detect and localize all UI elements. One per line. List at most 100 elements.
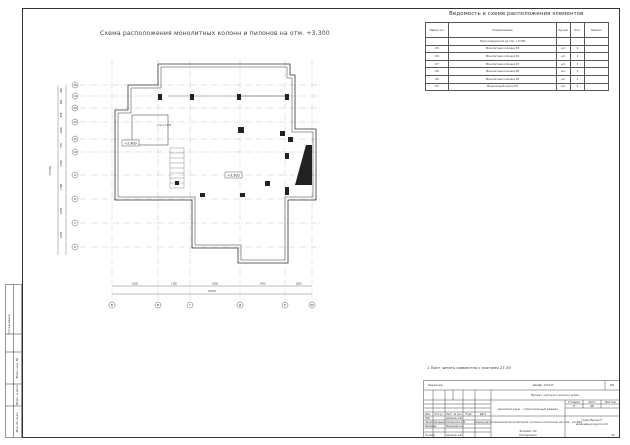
tb-stage-label: Стадия	[568, 400, 580, 404]
spec-row: П3 Монолитный пилон П3 шт. 3	[425, 82, 609, 92]
row-axis-bubble: 13	[71, 104, 79, 112]
strip-label: Взам. инв. №	[15, 358, 19, 378]
spec-cell: шт.	[556, 52, 571, 61]
plan-lines	[57, 85, 312, 295]
title-block: Заказчик: Шифр 1/23-П КР Проект частного…	[423, 380, 620, 438]
tb-drawing-name: Схема расположения монолитных колонн и п…	[474, 420, 583, 424]
spec-row: К8 Монолитная колонна К8 шт. 3	[425, 67, 609, 76]
tb-head-cell: Подп.	[465, 413, 472, 416]
spec-cell: 3	[570, 82, 585, 92]
spec-cell	[584, 44, 609, 54]
svg-text:6: 6	[74, 245, 76, 249]
column-k	[285, 153, 289, 159]
row-dim-label: 1780	[60, 183, 63, 190]
tb-head-cell: Дата	[480, 413, 487, 416]
tb-company: "ААА-Проект"	[581, 418, 603, 422]
svg-text:+2.900: +2.900	[124, 142, 136, 146]
spec-cell: 1	[570, 74, 585, 84]
spec-cell	[556, 37, 571, 46]
col-dim-label: 1450	[259, 283, 266, 286]
column-k	[158, 94, 162, 100]
tb-head-cell: Кол.уч.	[434, 413, 443, 416]
col-axis-bubble: Ж	[308, 301, 316, 309]
col-dim-label: 1650	[295, 283, 302, 286]
strip-label: Подп. и дата	[15, 385, 19, 406]
tb-section: Архитектурно - строительный раздел	[498, 407, 558, 411]
spec-cell: К9	[425, 74, 449, 84]
svg-text:Мальцева А.А.: Мальцева А.А.	[446, 425, 464, 428]
spec-cell: П3	[425, 82, 449, 92]
spec-row: К5 Монолитная колонна К5 шт. 2	[425, 44, 609, 54]
spec-header-unit: Ед.изм.	[556, 22, 571, 38]
pylon-p3	[285, 187, 289, 195]
spec-row: План перекрытия на отм. +3.300	[425, 37, 609, 46]
tb-sheet-no: 26	[590, 404, 594, 408]
col-total-dim: 9550	[208, 289, 216, 293]
svg-text:Арямкин А.В.: Арямкин А.В.	[446, 417, 463, 420]
spec-row: К9 Монолитная колонна К9 шт. 1	[425, 74, 609, 84]
row-dim-label: 570	[60, 143, 63, 148]
col-dim-label: 1630	[132, 283, 139, 286]
svg-text:9: 9	[74, 173, 76, 177]
spec-cell: Монолитный пилон П3	[448, 82, 557, 92]
spec-header-qty: Кол.	[570, 22, 585, 38]
svg-text:Инженер: Инженер	[425, 425, 437, 428]
tb-sheet-code: КР	[610, 383, 614, 387]
svg-text:Е: Е	[284, 303, 286, 307]
row-axis-bubble: 14	[71, 92, 79, 100]
spec-cell: К8	[425, 67, 449, 76]
spec-cell: шт.	[556, 59, 571, 69]
column-k	[190, 94, 194, 100]
spec-table-title: Ведомость к схеме расположения элементов	[449, 11, 584, 17]
spec-header-note: Примеч.	[584, 22, 609, 38]
spec-cell	[584, 59, 609, 69]
svg-text:Сибиркина А.М.: Сибиркина А.М.	[446, 421, 466, 424]
tb-format: Формат А3	[519, 429, 536, 433]
tb-sheets-label: Листов	[604, 400, 615, 404]
row-dim-label: 900	[60, 99, 63, 104]
tb-code: Шифр 1/23-П	[533, 383, 554, 387]
spec-cell	[584, 37, 609, 46]
row-dim-label: 1870	[60, 207, 63, 214]
tb-sheet-label: Лист	[588, 400, 596, 404]
spec-row: К7 Монолитная колонна К7 шт. 3	[425, 59, 609, 69]
spec-row: К6 Монолитная колонна К6 шт. 1	[425, 52, 609, 61]
col-dim-label: 1180	[171, 283, 178, 286]
spec-cell: 2	[570, 44, 585, 54]
spec-cell: Монолитная колонна К9	[448, 74, 557, 84]
strip-label: Инв. № подл.	[15, 412, 19, 433]
spec-cell: К5	[425, 44, 449, 54]
spec-cell: 1	[570, 52, 585, 61]
column-k	[175, 181, 179, 185]
spec-cell	[425, 37, 449, 46]
svg-text:15: 15	[73, 83, 77, 87]
svg-text:Г: Г	[189, 303, 191, 307]
tb-sheet-corner: 43	[611, 433, 615, 437]
tb-project: Проект частного жилого дома	[531, 393, 579, 397]
column-k	[265, 181, 270, 186]
row-axis-bubble: 9	[71, 171, 79, 179]
svg-text:11: 11	[73, 137, 77, 141]
row-total-dim: 15500	[48, 166, 52, 176]
svg-text:10: 10	[73, 150, 77, 154]
col-axis-bubble: В	[154, 301, 162, 309]
pylon-p3	[240, 193, 245, 197]
column-k	[238, 127, 244, 133]
spec-cell: 3	[570, 67, 585, 76]
svg-text:Арямкин А.В.: Арямкин А.В.	[446, 434, 463, 437]
column-k	[285, 94, 289, 100]
tb-person-row: Н.контр.Арямкин А.В.	[425, 434, 463, 437]
col-axis-bubble: Г	[186, 301, 194, 309]
svg-text:ГИП: ГИП	[425, 417, 430, 420]
spec-cell: Монолитная колонна К5	[448, 44, 557, 54]
tb-customer-label: Заказчик:	[428, 383, 444, 387]
tb-stage: Р	[573, 404, 575, 408]
row-axis-bubble: 7	[71, 219, 79, 227]
tb-head-cell: № док.	[454, 413, 463, 416]
svg-text:13: 13	[73, 106, 77, 110]
